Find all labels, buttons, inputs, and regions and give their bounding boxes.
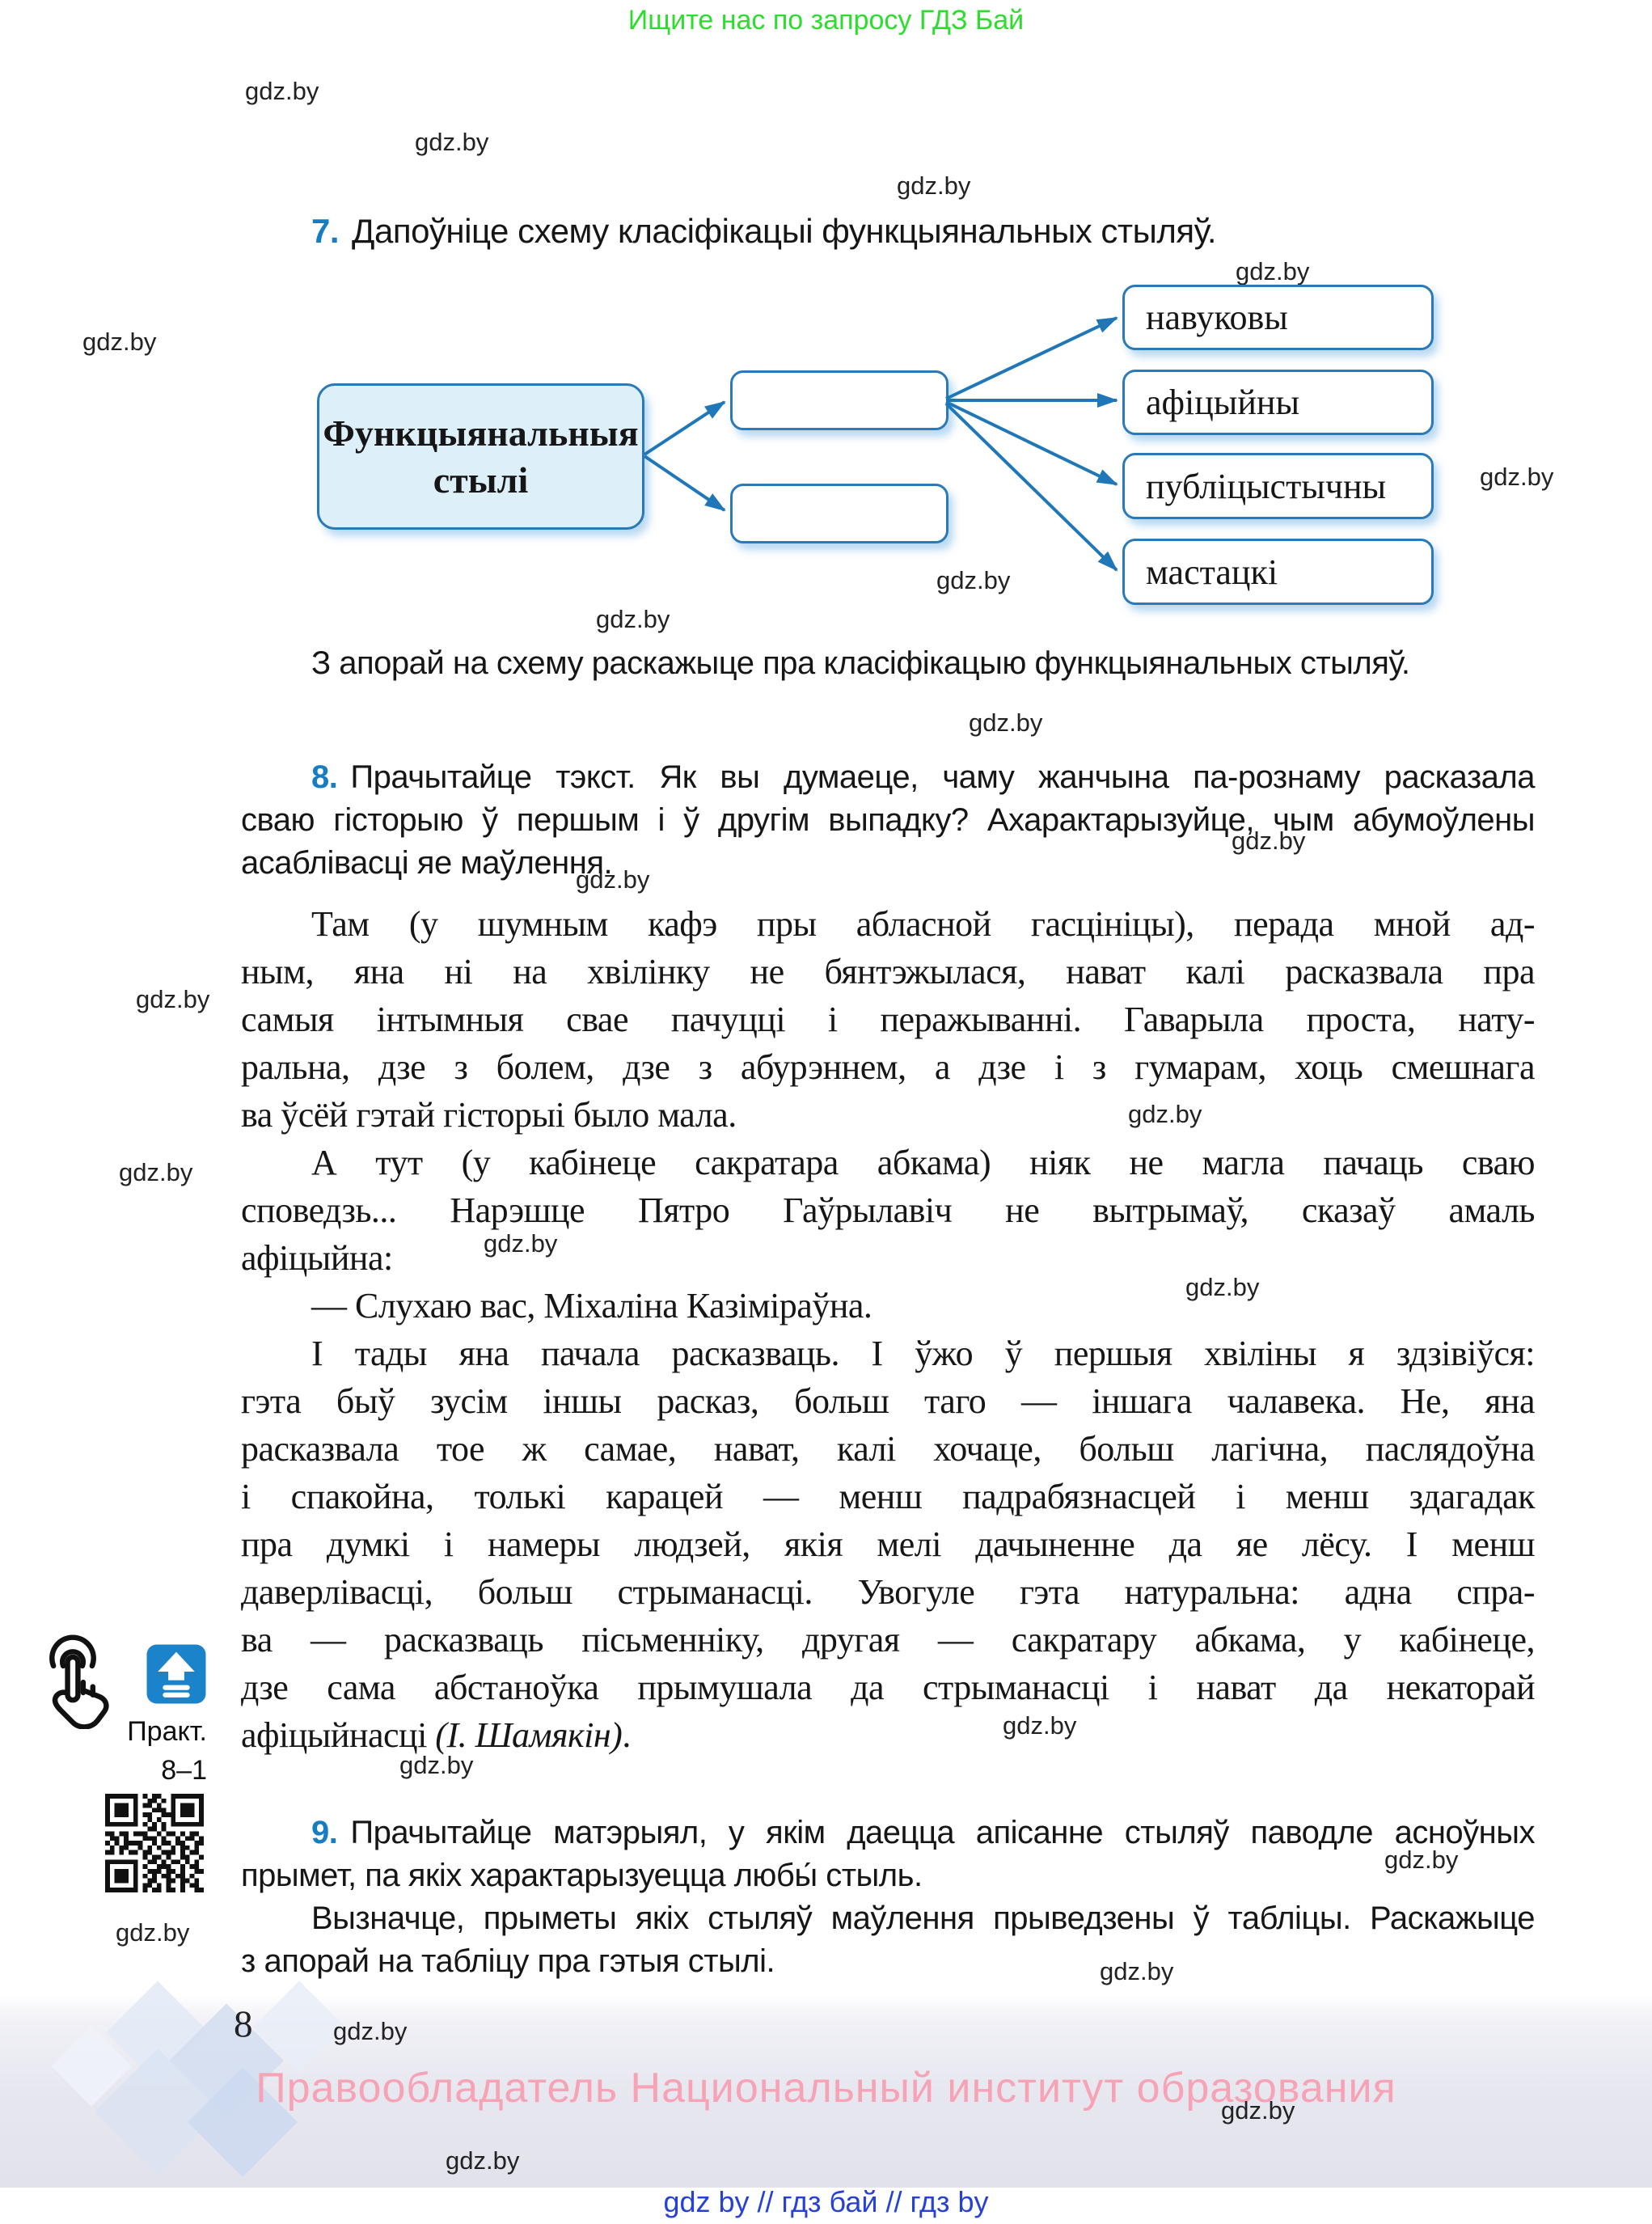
- leaf-label: мастацкі: [1146, 552, 1278, 592]
- watermark: gdz.by: [1480, 463, 1554, 491]
- text-line: Там (у шумным кафэ пры абласной гасцініц…: [311, 904, 1536, 944]
- diagram-root-label-line1: Функцыянальныя: [323, 412, 639, 454]
- instruction-line: прымет, па якіх характарызуецца любы́ ст…: [241, 1858, 923, 1893]
- exercise-9-heading: 9.Прачытайце матэрыял, у якім даецца апі…: [241, 1812, 1536, 1983]
- text-line: расказвала тое ж самае, нават, калі хоча…: [241, 1429, 1536, 1469]
- watermark: gdz.by: [82, 328, 157, 356]
- watermark: gdz.by: [245, 77, 319, 105]
- diagram-leaf-box: мастацкі: [1122, 539, 1434, 605]
- watermark: gdz.by: [1384, 1846, 1459, 1874]
- author-credit: (І. Шамякін): [435, 1715, 623, 1755]
- copyright-text: Правообладатель Национальный институт об…: [256, 2065, 1396, 2112]
- watermark: gdz.by: [897, 171, 971, 200]
- text-line: ва ўсёй гэтай гісторыі было мала.: [241, 1095, 737, 1135]
- diagram-leaf-box: навуковы: [1122, 285, 1434, 350]
- watermark: gdz.by: [116, 1918, 190, 1947]
- instruction-line: з апорай на табліцу пра гэтыя стылі.: [241, 1943, 775, 1979]
- exercise-title: Дапоўніце схему класіфікацыі функцыяналь…: [352, 212, 1217, 250]
- text-line: споведзь... Нарэшце Пятро Гаўрылавіч не …: [241, 1190, 1536, 1230]
- exercise-8-heading: 8.Прачытайце тэкст. Як вы думаеце, чаму …: [241, 756, 1536, 885]
- page-number: 8: [234, 2003, 253, 2045]
- diagram-leaf-box: афіцыйны: [1122, 370, 1434, 435]
- footer-links[interactable]: gdz by // гдз бай // гдз by: [663, 2185, 989, 2218]
- instruction-line: 8.Прачытайце тэкст. Як вы думаеце, чаму …: [311, 759, 1535, 795]
- watermark: gdz.by: [333, 2017, 408, 2045]
- leaf-label: публіцыстычны: [1146, 466, 1387, 506]
- watermark: gdz.by: [969, 708, 1043, 737]
- exercise-number: 7.: [311, 212, 340, 250]
- diagram-root-label-line2: стылі: [433, 459, 529, 501]
- watermark: gdz.by: [1185, 1273, 1260, 1301]
- instruction-line: 9.Прачытайце матэрыял, у якім даецца апі…: [311, 1815, 1535, 1850]
- watermark: gdz.by: [484, 1229, 558, 1258]
- instruction-line: сваю гісторыю ў першым і ў другім выпадк…: [241, 802, 1536, 838]
- text-line: І тады яна пачала расказваць. І ўжо ў пе…: [311, 1334, 1536, 1373]
- text-line: даверлівасці, больш стрыманасці. Увогуле…: [241, 1572, 1536, 1612]
- practice-upload-icon[interactable]: [146, 1643, 207, 1705]
- text-line: самыя інтымныя свае пачуцці і перажыванн…: [241, 1000, 1536, 1039]
- watermark: gdz.by: [399, 1751, 474, 1779]
- watermark: gdz.by: [1128, 1100, 1202, 1128]
- watermark: gdz.by: [1236, 257, 1310, 285]
- watermark: gdz.by: [1221, 2096, 1295, 2125]
- exercise-number: 9.: [311, 1815, 338, 1850]
- watermark: gdz.by: [136, 985, 210, 1013]
- qr-code[interactable]: [105, 1794, 204, 1892]
- watermark: gdz.by: [446, 2146, 520, 2175]
- diagram-branch-box-2: [730, 484, 949, 543]
- practice-label: Практ.: [127, 1716, 207, 1747]
- text-line: гэта быў зусім іншы расказ, больш таго —…: [241, 1381, 1536, 1421]
- text-line: ным, яна ні на хвілінку не бянтэжылася, …: [241, 952, 1536, 991]
- followup-instruction: З апорай на схему раскажыце пра класіфік…: [311, 645, 1410, 681]
- watermark: gdz.by: [119, 1158, 193, 1186]
- text-line: ральна, дзе з болем, дзе з абурэннем, а …: [241, 1047, 1536, 1087]
- text-line: пра думкі і намеры людзей, якія мелі дач…: [241, 1524, 1536, 1564]
- tap-icon: [49, 1634, 109, 1729]
- text-line: і спакойна, толькі карацей — менш падраб…: [241, 1477, 1536, 1516]
- dialogue-line: — Слухаю вас, Міхаліна Казіміраўна.: [311, 1286, 872, 1326]
- text-line: ва — расказваць пісьменніку, другая — са…: [241, 1620, 1536, 1660]
- watermark: gdz.by: [596, 605, 670, 633]
- watermark: gdz.by: [576, 865, 650, 894]
- reading-text: Там (у шумным кафэ пры абласной гасцініц…: [241, 900, 1536, 1759]
- watermark: gdz.by: [415, 128, 489, 156]
- promo-banner: Ищите нас по запросу ГДЗ Бай: [627, 5, 1025, 36]
- diagram-branch-box-1: [730, 370, 949, 430]
- leaf-label: навуковы: [1146, 298, 1288, 337]
- text-line: А тут (у кабінеце сакратара абкама) ніяк…: [311, 1143, 1536, 1182]
- watermark: gdz.by: [1100, 1957, 1174, 1985]
- leaf-label: афіцыйны: [1146, 383, 1300, 422]
- diagram-root-box: Функцыянальныя стылі: [317, 383, 644, 530]
- watermark: gdz.by: [936, 566, 1011, 594]
- text-line: афіцыйнасці (І. Шамякін).: [241, 1715, 631, 1755]
- diagram-leaf-box: публіцыстычны: [1122, 453, 1434, 519]
- text-line: афіцыйна:: [241, 1238, 393, 1278]
- instruction-line: асаблівасці яе маўлення.: [241, 845, 613, 881]
- watermark: gdz.by: [1232, 827, 1306, 855]
- instruction-line: Вызначце, прыметы якіх стыляў маўлення п…: [311, 1901, 1536, 1936]
- text-line: дзе сама абстаноўка прымушала да стрыман…: [241, 1668, 1536, 1707]
- exercise-7-heading: 7. Дапоўніце схему класіфікацыі функцыяна…: [311, 212, 1217, 251]
- exercise-number: 8.: [311, 759, 338, 795]
- watermark: gdz.by: [1003, 1711, 1077, 1740]
- practice-number: 8–1: [161, 1755, 207, 1786]
